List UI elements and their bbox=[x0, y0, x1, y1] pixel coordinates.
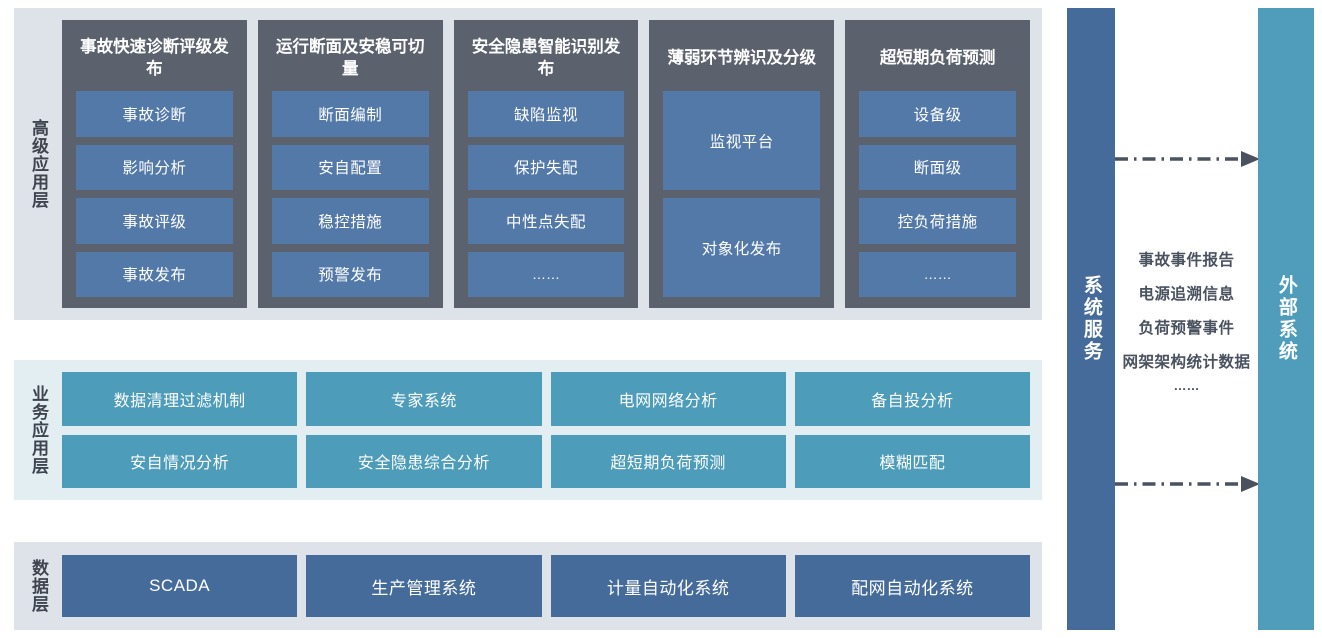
advanced-item[interactable]: 断面级 bbox=[859, 144, 1016, 190]
data-item[interactable]: 生产管理系统 bbox=[306, 555, 542, 617]
business-row: 安自情况分析 安全隐患综合分析 超短期负荷预测 模糊匹配 bbox=[62, 434, 1030, 488]
advanced-group-items: 监视平台 对象化发布 bbox=[663, 91, 821, 297]
business-item[interactable]: 超短期负荷预测 bbox=[550, 434, 786, 488]
data-flow-arrow-top-icon bbox=[1115, 151, 1260, 167]
advanced-group-items: 缺陷监视 保护失配 中性点失配 …… bbox=[467, 91, 625, 297]
data-layer-label: 数据层 bbox=[29, 559, 49, 613]
advanced-layer-columns: 事故快速诊断评级发布 事故诊断 影响分析 事故评级 事故发布 运行断面及安稳可切… bbox=[62, 20, 1030, 308]
advanced-layer-label: 高级应用层 bbox=[29, 119, 49, 209]
business-item[interactable]: 专家系统 bbox=[306, 372, 542, 426]
advanced-item[interactable]: 影响分析 bbox=[76, 144, 233, 190]
flow-label-ellipsis: …… bbox=[1173, 378, 1200, 394]
business-layer-label: 业务应用层 bbox=[29, 385, 49, 475]
business-item[interactable]: 电网网络分析 bbox=[550, 372, 786, 426]
advanced-group-weak-link[interactable]: 薄弱环节辨识及分级 监视平台 对象化发布 bbox=[649, 20, 835, 308]
advanced-item[interactable]: 事故评级 bbox=[76, 198, 233, 244]
business-item[interactable]: 安全隐患综合分析 bbox=[306, 434, 542, 488]
flow-label: 网架架构统计数据 bbox=[1122, 353, 1251, 371]
advanced-group-items: 事故诊断 影响分析 事故评级 事故发布 bbox=[76, 91, 233, 297]
business-item[interactable]: 模糊匹配 bbox=[794, 434, 1030, 488]
advanced-group-load-forecast[interactable]: 超短期负荷预测 设备级 断面级 控负荷措施 …… bbox=[845, 20, 1030, 308]
data-item[interactable]: SCADA bbox=[62, 555, 298, 617]
advanced-item[interactable]: 设备级 bbox=[859, 91, 1016, 137]
data-item[interactable]: 配网自动化系统 bbox=[794, 555, 1030, 617]
data-layer: 数据层 SCADA 生产管理系统 计量自动化系统 配网自动化系统 bbox=[14, 542, 1042, 630]
advanced-item[interactable]: 对象化发布 bbox=[663, 198, 821, 297]
advanced-group-items: 设备级 断面级 控负荷措施 …… bbox=[859, 91, 1016, 297]
advanced-item[interactable]: 安自配置 bbox=[271, 144, 429, 190]
advanced-item[interactable]: 缺陷监视 bbox=[467, 91, 625, 137]
advanced-group-title: 安全隐患智能识别发布 bbox=[471, 38, 621, 78]
advanced-item-ellipsis[interactable]: …… bbox=[859, 251, 1016, 297]
data-item[interactable]: 计量自动化系统 bbox=[550, 555, 786, 617]
advanced-group-title: 事故快速诊断评级发布 bbox=[80, 38, 229, 78]
layered-architecture-stack: 高级应用层 事故快速诊断评级发布 事故诊断 影响分析 事故评级 事故发布 运行断… bbox=[14, 8, 1042, 630]
advanced-item[interactable]: 断面编制 bbox=[271, 91, 429, 137]
business-application-layer: 业务应用层 数据清理过滤机制 专家系统 电网网络分析 备自投分析 安自情况分析 … bbox=[14, 360, 1042, 500]
business-item[interactable]: 备自投分析 bbox=[794, 372, 1030, 426]
advanced-item[interactable]: 预警发布 bbox=[271, 251, 429, 297]
advanced-application-layer: 高级应用层 事故快速诊断评级发布 事故诊断 影响分析 事故评级 事故发布 运行断… bbox=[14, 8, 1042, 320]
advanced-group-operation-section[interactable]: 运行断面及安稳可切量 断面编制 安自配置 稳控措施 预警发布 bbox=[257, 20, 443, 308]
advanced-item[interactable]: 事故发布 bbox=[76, 251, 233, 297]
external-system-column[interactable]: 外部系统 bbox=[1258, 8, 1314, 630]
advanced-group-safety-hazard[interactable]: 安全隐患智能识别发布 缺陷监视 保护失配 中性点失配 …… bbox=[453, 20, 639, 308]
advanced-item[interactable]: 中性点失配 bbox=[467, 198, 625, 244]
advanced-item[interactable]: 控负荷措施 bbox=[859, 198, 1016, 244]
business-layer-grid: 数据清理过滤机制 专家系统 电网网络分析 备自投分析 安自情况分析 安全隐患综合… bbox=[62, 372, 1030, 488]
data-flow-label-list: 事故事件报告 电源追溯信息 负荷预警事件 网架架构统计数据 …… bbox=[1115, 8, 1258, 630]
advanced-item[interactable]: 保护失配 bbox=[467, 144, 625, 190]
advanced-item-ellipsis[interactable]: …… bbox=[467, 251, 625, 297]
system-service-column[interactable]: 系统服务 bbox=[1067, 8, 1115, 630]
advanced-group-title: 超短期负荷预测 bbox=[879, 49, 996, 68]
advanced-item[interactable]: 监视平台 bbox=[663, 91, 821, 190]
advanced-group-items: 断面编制 安自配置 稳控措施 预警发布 bbox=[271, 91, 429, 297]
flow-label: 负荷预警事件 bbox=[1138, 319, 1235, 337]
business-item[interactable]: 数据清理过滤机制 bbox=[62, 372, 298, 426]
business-row: 数据清理过滤机制 专家系统 电网网络分析 备自投分析 bbox=[62, 372, 1030, 426]
advanced-group-accident-diagnosis[interactable]: 事故快速诊断评级发布 事故诊断 影响分析 事故评级 事故发布 bbox=[62, 20, 247, 308]
data-layer-items: SCADA 生产管理系统 计量自动化系统 配网自动化系统 bbox=[62, 555, 1030, 617]
flow-label: 电源追溯信息 bbox=[1138, 285, 1235, 303]
advanced-group-title: 薄弱环节辨识及分级 bbox=[667, 49, 817, 68]
advanced-item[interactable]: 稳控措施 bbox=[271, 198, 429, 244]
system-integration-panel: 系统服务 事故事件报告 电源追溯信息 负荷预警事件 网架架构统计数据 …… 外部… bbox=[1067, 8, 1314, 630]
flow-label: 事故事件报告 bbox=[1138, 252, 1235, 270]
business-item[interactable]: 安自情况分析 bbox=[62, 434, 298, 488]
advanced-group-title: 运行断面及安稳可切量 bbox=[275, 38, 425, 78]
data-flow-arrow-bottom-icon bbox=[1115, 476, 1260, 492]
advanced-item[interactable]: 事故诊断 bbox=[76, 91, 233, 137]
